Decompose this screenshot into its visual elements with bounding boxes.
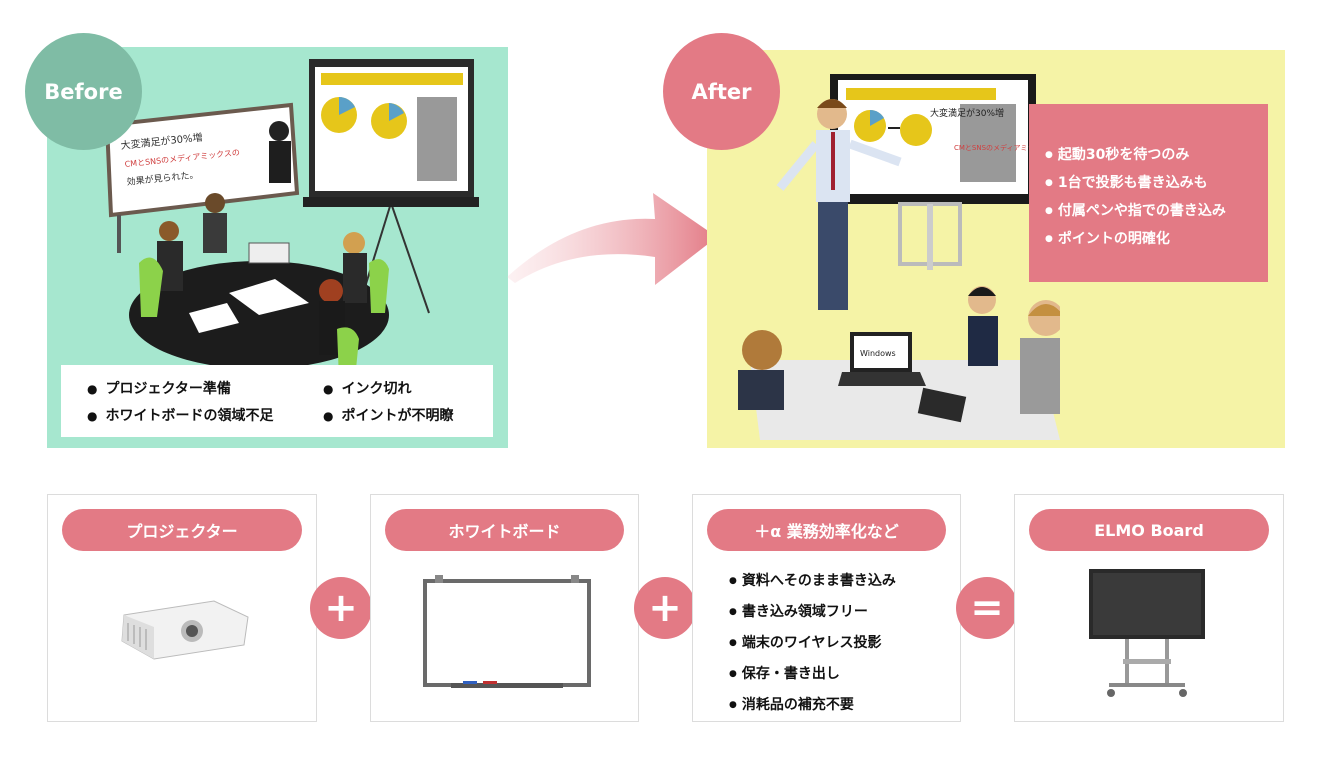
- screen-note: 大変満足が30%増: [930, 107, 1004, 119]
- before-badge: Before: [25, 33, 142, 150]
- transition-arrow-icon: [507, 193, 717, 285]
- attendees-image: [738, 286, 1060, 414]
- benefit-item: 1台で投影も書き込みも: [1045, 172, 1268, 192]
- projector-pill: プロジェクター: [62, 509, 302, 551]
- projector-image: [121, 600, 249, 660]
- issue-item: プロジェクター準備: [87, 378, 230, 398]
- issue-item: ホワイトボードの領域不足: [87, 405, 273, 425]
- whiteboard-box: ホワイトボード: [370, 494, 639, 722]
- issue-item: ポイントが不明瞭: [323, 405, 453, 425]
- screen-note-2: CMとSNSのメディアミックスが◎: [954, 143, 1060, 152]
- benefit-item: 起動30秒を待つのみ: [1045, 144, 1268, 164]
- extra-features-box: ＋α 業務効率化など 資料へそのまま書き込み 書き込み領域フリー 端末のワイヤレ…: [692, 494, 961, 722]
- projector-screen-image: [303, 59, 479, 314]
- after-badge: After: [663, 33, 780, 150]
- after-meeting-illustration: 大変満足が30%増 CMとSNSのメディアミックスが◎ Windows: [738, 74, 1060, 440]
- elmo-board-box: ELMO Board: [1014, 494, 1284, 722]
- whiteboard-product-image: [423, 575, 591, 688]
- plus-operator-icon: +: [634, 577, 696, 639]
- feature-item: 消耗品の補充不要: [729, 691, 896, 722]
- before-panel: 大変満足が30%増 CMとSNSのメディアミックスの 効果が見られた。: [47, 47, 508, 448]
- benefit-item: 付属ペンや指での書き込み: [1045, 200, 1268, 220]
- before-issues-list: プロジェクター準備 インク切れ ホワイトボードの領域不足 ポイントが不明瞭: [61, 365, 493, 437]
- feature-item: 資料へそのまま書き込み: [729, 567, 896, 598]
- benefit-item: ポイントの明確化: [1045, 228, 1268, 248]
- after-benefits-list: 起動30秒を待つのみ 1台で投影も書き込みも 付属ペンや指での書き込み ポイント…: [1029, 104, 1268, 282]
- extra-features-pill: ＋α 業務効率化など: [707, 509, 946, 551]
- feature-item: 書き込み領域フリー: [729, 598, 896, 629]
- laptop-image: Windows: [838, 332, 926, 386]
- whiteboard-pill: ホワイトボード: [385, 509, 624, 551]
- before-meeting-illustration: 大変満足が30%増 CMとSNSのメディアミックスの 効果が見られた。: [104, 59, 479, 379]
- issue-item: インク切れ: [323, 378, 411, 398]
- whiteboard-image: 大変満足が30%増 CMとSNSのメディアミックスの 効果が見られた。: [104, 102, 300, 253]
- elmo-board-image: 大変満足が30%増 CMとSNSのメディアミックスが◎: [830, 74, 1060, 270]
- projector-box: プロジェクター: [47, 494, 317, 722]
- elmo-board-pill: ELMO Board: [1029, 509, 1269, 551]
- elmo-board-product-image: [1089, 569, 1205, 697]
- presenter-image: [776, 99, 902, 310]
- after-table: [750, 360, 1060, 440]
- feature-item: 保存・書き出し: [729, 660, 896, 691]
- laptop-screen-label: Windows: [860, 349, 896, 358]
- feature-list: 資料へそのまま書き込み 書き込み領域フリー 端末のワイヤレス投影 保存・書き出し…: [729, 567, 896, 722]
- feature-item: 端末のワイヤレス投影: [729, 629, 896, 660]
- equals-operator-icon: =: [956, 577, 1018, 639]
- plus-operator-icon: +: [310, 577, 372, 639]
